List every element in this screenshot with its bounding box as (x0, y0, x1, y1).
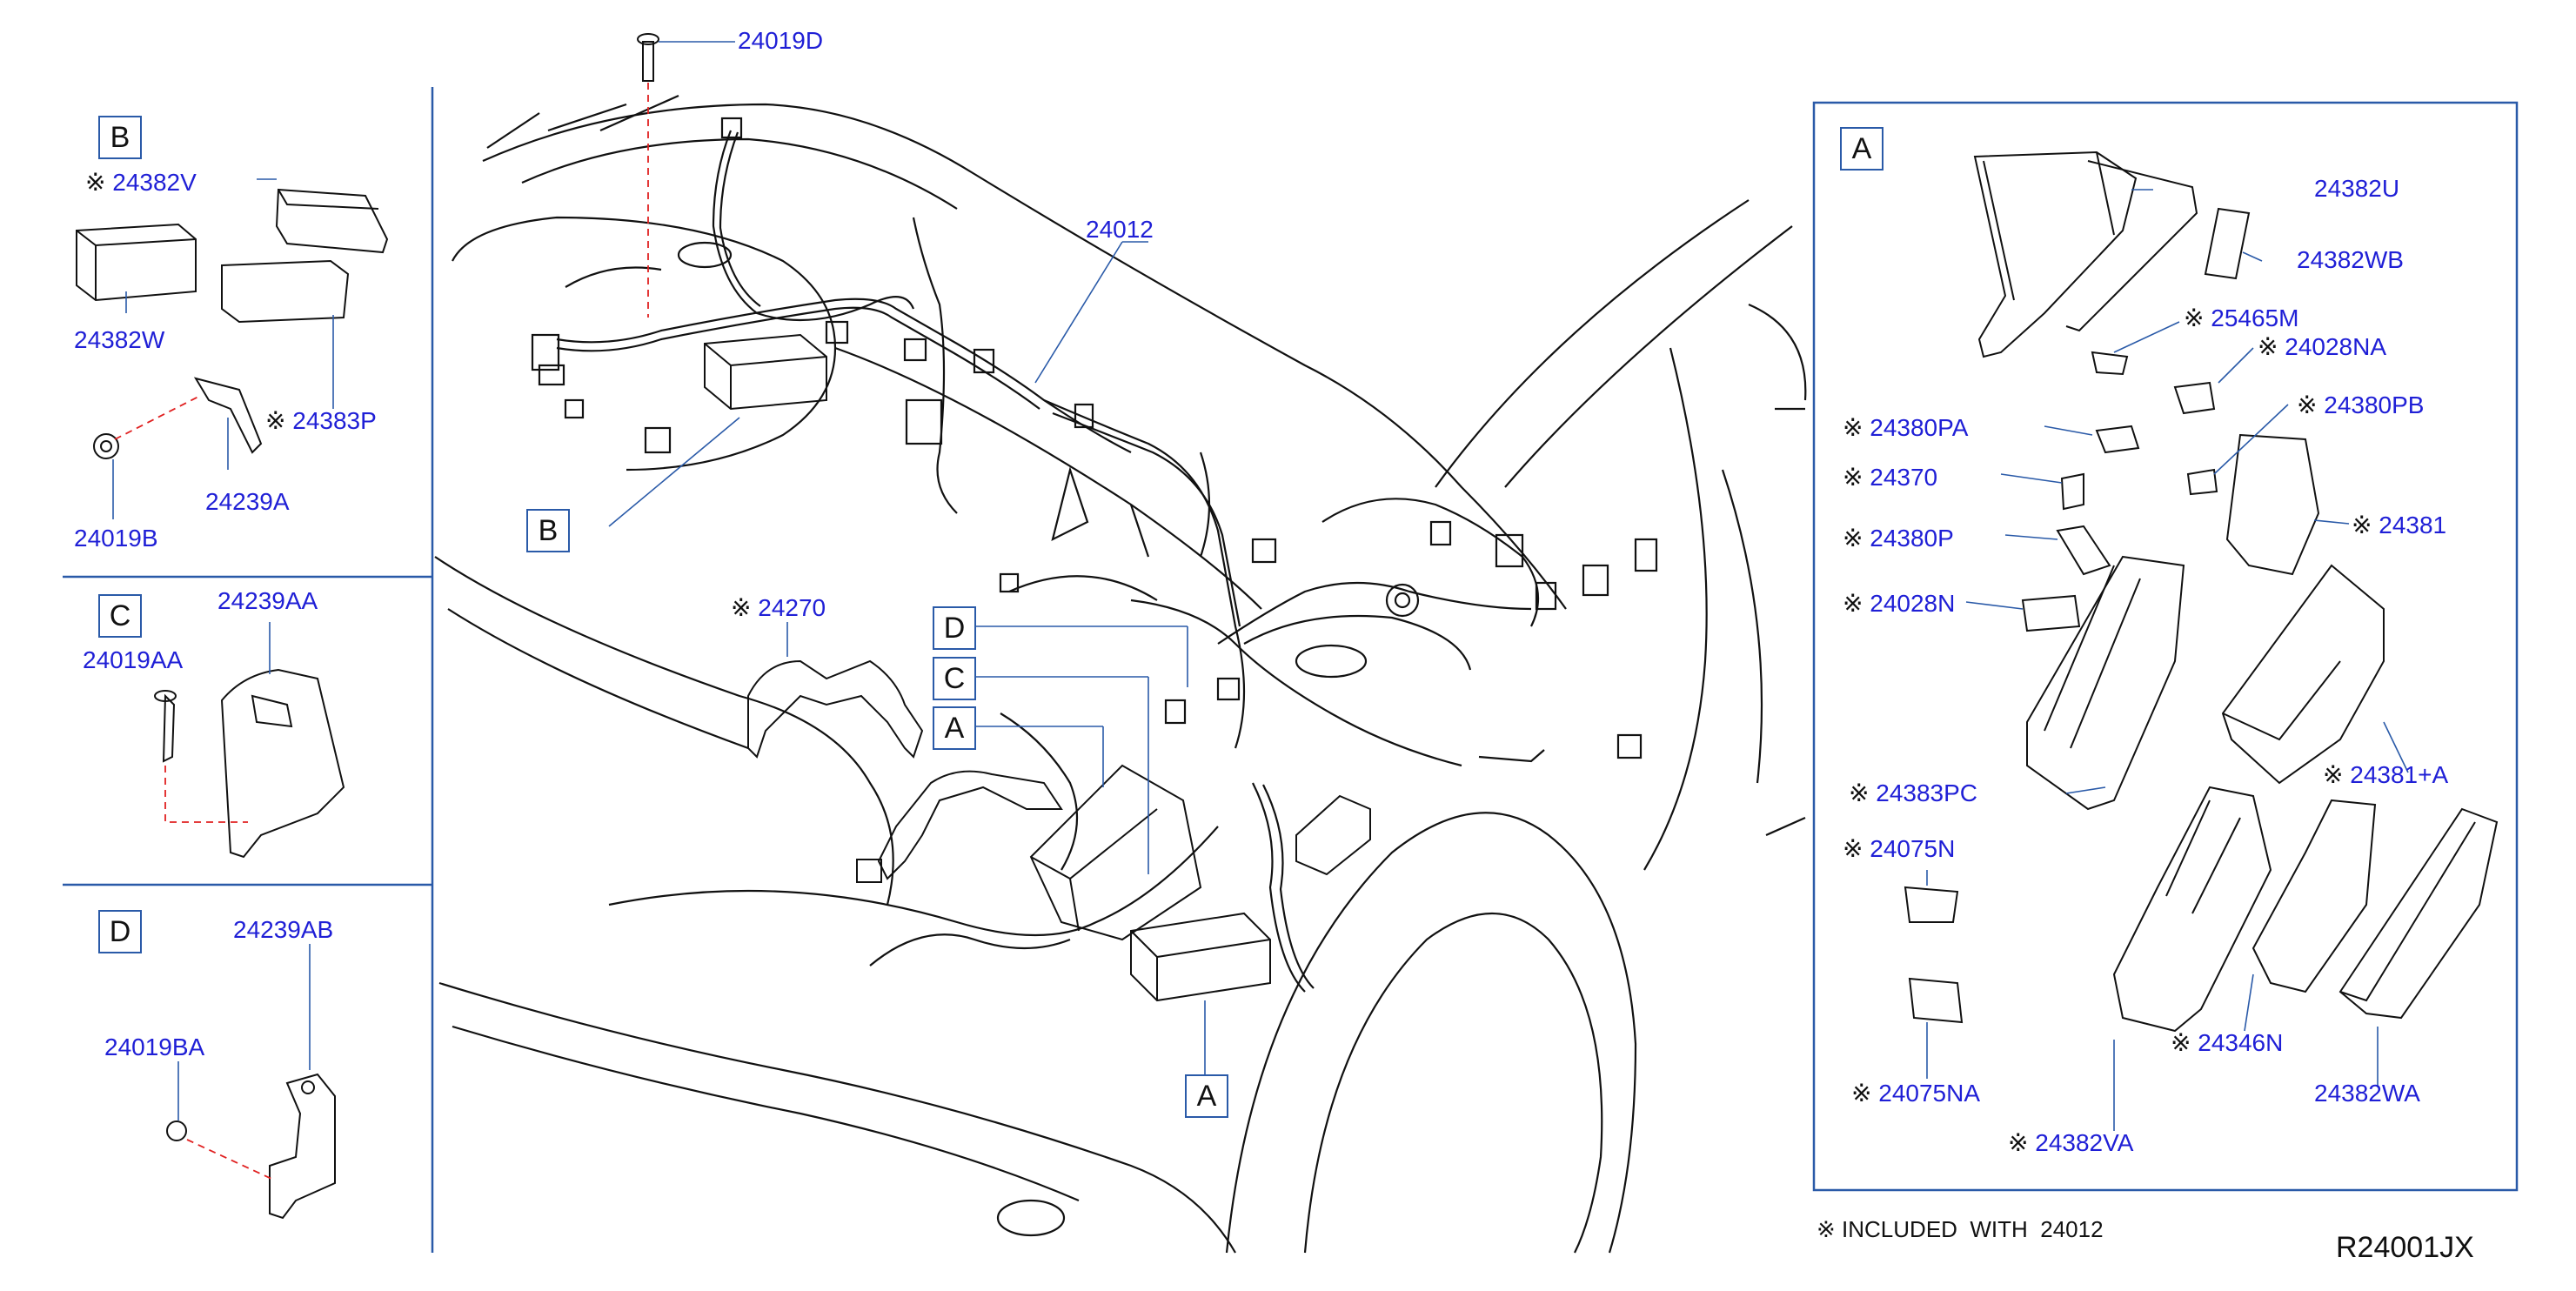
part-label-24382wb: 24382WB (2297, 246, 2404, 273)
part-label-24381a: ※ 24381+A (2323, 761, 2449, 788)
section-d-parts (166, 1073, 336, 1220)
part-label-25465m: ※ 25465M (2184, 304, 2299, 331)
part-label-24382w: 24382W (74, 326, 165, 353)
section-tag-a-main: A (933, 706, 976, 750)
part-label-24075n: ※ 24075N (1843, 835, 1956, 862)
part-label-24381: ※ 24381 (2352, 512, 2447, 538)
section-a-frame (1812, 101, 2519, 1192)
part-label-24382u: 24382U (2314, 175, 2400, 202)
part-label-24019b: 24019B (74, 525, 158, 552)
car-body-drawing (434, 94, 1807, 1254)
bracket-24270 (747, 659, 1063, 883)
part-label-24370: ※ 24370 (1843, 464, 1938, 491)
diagram-code: R24001JX (2336, 1231, 2474, 1264)
footnote-mark: ※ (1817, 1216, 1836, 1242)
part-label-24346n: ※ 24346N (2171, 1029, 2284, 1056)
footnote-text: INCLUDED WITH 24012 (1842, 1216, 2104, 1242)
section-tag-a: A (1840, 127, 1883, 171)
section-tag-b-main: B (526, 509, 570, 552)
part-label-24270: ※ 24270 (731, 594, 826, 621)
part-label-24239a: 24239A (205, 488, 290, 515)
section-tag-b: B (98, 116, 142, 159)
relay-box-b-main (704, 333, 827, 411)
part-label-24380pa: ※ 24380PA (1843, 414, 1969, 441)
part-label-24012: 24012 (1086, 216, 1154, 243)
section-a-parts (1904, 151, 2499, 1033)
part-label-24028n: ※ 24028N (1843, 590, 1956, 617)
section-c-parts (154, 668, 345, 859)
part-label-24383pc: ※ 24383PC (1849, 779, 1978, 806)
fastener-dashed-lines (114, 83, 649, 1180)
footnote: ※ INCLUDED WITH 24012 (1817, 1218, 2104, 1241)
section-tag-c: C (98, 594, 142, 638)
part-label-24075na: ※ 24075NA (1851, 1080, 1981, 1107)
section-b-parts (76, 188, 389, 459)
fuse-box-a-main (1029, 764, 1371, 1002)
part-label-24382va: ※ 24382VA (2008, 1129, 2134, 1156)
engine-harness-24012 (531, 117, 1658, 993)
part-label-24382v: ※ 24382V (85, 169, 197, 196)
part-label-24019ba: 24019BA (104, 1033, 205, 1060)
section-tag-d-main: D (933, 606, 976, 650)
section-tag-c-main: C (933, 657, 976, 700)
part-label-24239aa: 24239AA (217, 587, 318, 614)
section-tag-a-bottom: A (1185, 1074, 1228, 1118)
part-label-24382wa: 24382WA (2314, 1080, 2420, 1107)
part-label-24019d: 24019D (738, 27, 824, 54)
part-label-24019aa: 24019AA (83, 646, 184, 673)
part-label-24239ab: 24239AB (233, 916, 334, 943)
bolt-24019d (637, 33, 659, 82)
part-label-24028na: ※ 24028NA (2258, 333, 2387, 360)
part-label-24383p: ※ 24383P (265, 407, 377, 434)
part-label-24380pb: ※ 24380PB (2297, 391, 2425, 418)
part-label-24380p: ※ 24380P (1843, 525, 1954, 552)
section-tag-d: D (98, 910, 142, 953)
leader-lines (112, 41, 2409, 1131)
